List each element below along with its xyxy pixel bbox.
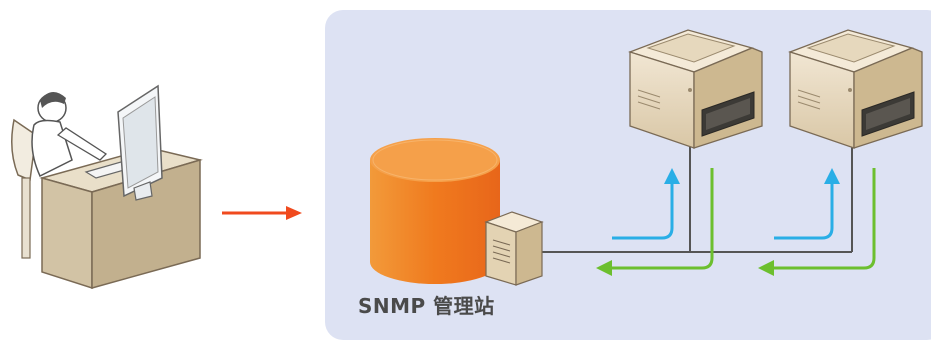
diagram-graphics: [11, 29, 923, 290]
network-lines: [535, 146, 853, 253]
request-arrow-head-icon: [664, 168, 680, 184]
flow-arrow-icon: [222, 206, 302, 220]
response-arrow-head-icon: [596, 260, 612, 276]
snmp-diagram: SNMP 管理站: [11, 10, 931, 340]
database-icon: [370, 138, 500, 284]
response-arrow-icon: [772, 168, 876, 270]
response-arrow-head-icon: [758, 260, 774, 276]
server-icon: [484, 211, 544, 286]
user-at-computer-icon: [11, 84, 203, 290]
request-arrow-head-icon: [824, 168, 840, 184]
request-arrow-icon: [612, 182, 674, 240]
snmp-station-label: SNMP 管理站: [358, 294, 495, 318]
printer-icon: [788, 29, 923, 149]
response-arrow-icon: [610, 168, 714, 270]
printer-icon: [628, 29, 763, 149]
request-arrow-icon: [774, 182, 834, 240]
